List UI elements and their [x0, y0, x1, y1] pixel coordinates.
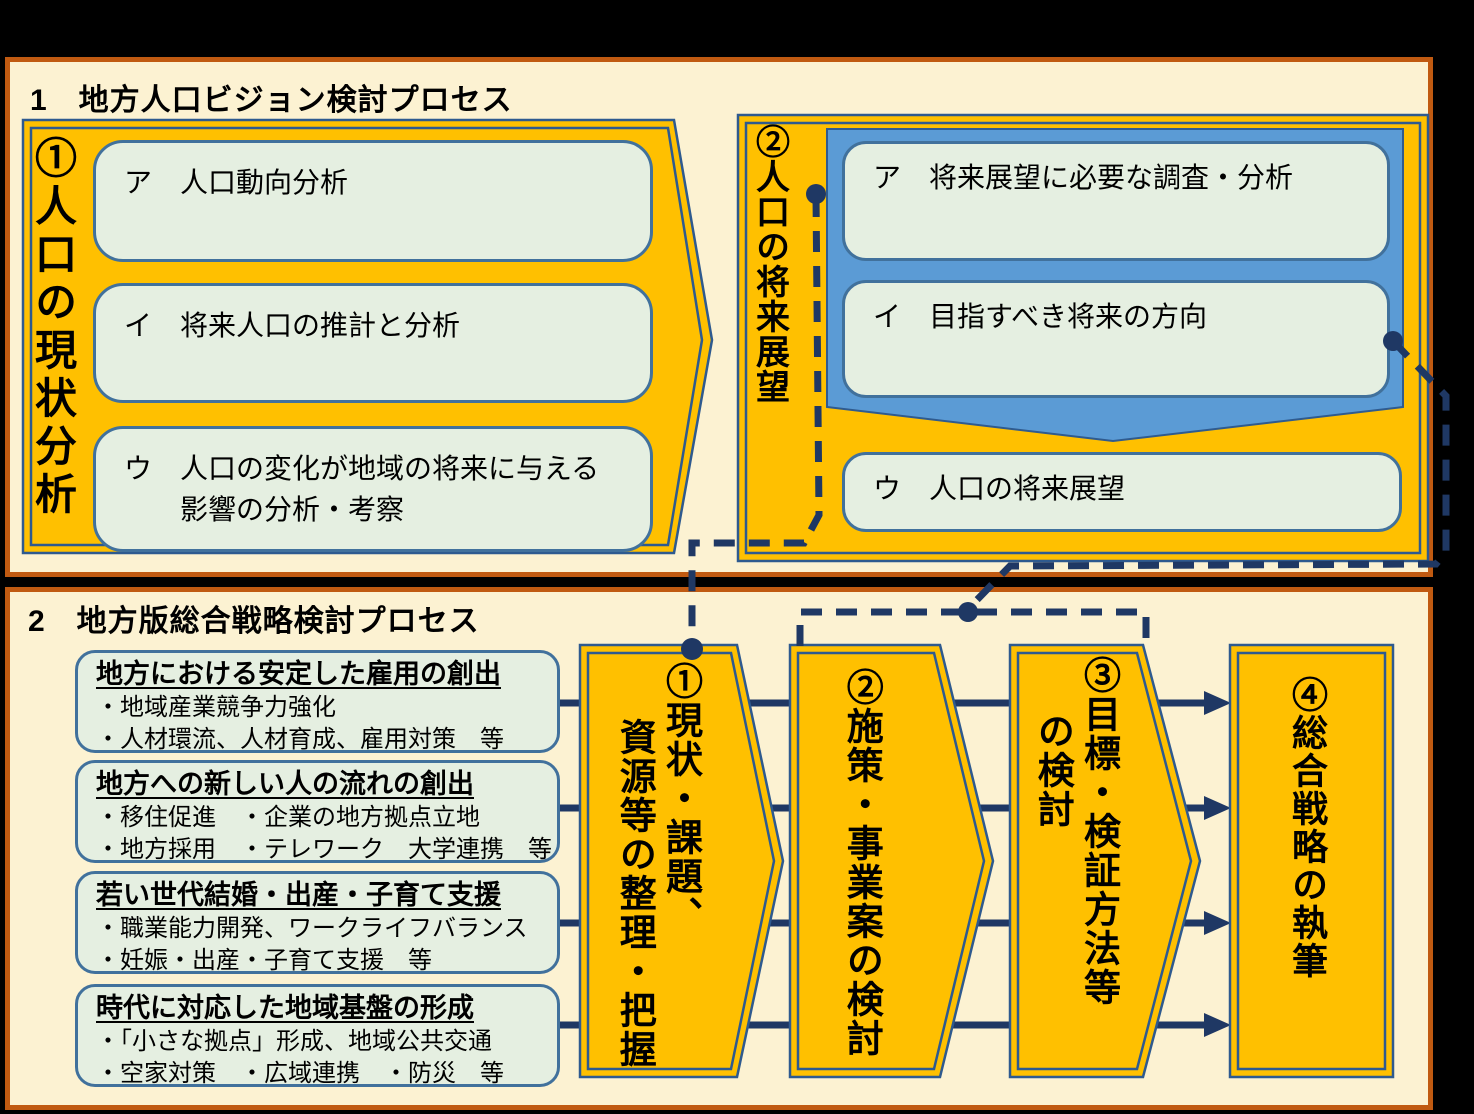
item-survey-analysis-for-outlook: ア 将来展望に必要な調査・分析	[842, 141, 1390, 261]
item-desired-future-direction: イ 目指すべき将来の方向	[842, 280, 1390, 398]
category-regional-infrastructure: 時代に対応した地域基盤の形成 ・「小さな拠点」形成、地域公共交通 ・空家対策 ・…	[75, 984, 560, 1087]
item-population-future-outlook: ウ 人口の将来展望	[842, 452, 1402, 532]
category-young-generation-support: 若い世代結婚・出産・子育て支援 ・職業能力開発、ワークライフバランス ・妊娠・出…	[75, 871, 560, 974]
label-step4-write-strategy: ④総合戦略の執筆	[1287, 676, 1328, 980]
item-population-change-impact: ウ 人口の変化が地域の将来に与える 影響の分析・考察	[93, 426, 653, 552]
label-population-future-outlook: ②人口の将来展望	[750, 124, 789, 404]
section2-title: 2 地方版総合戦略検討プロセス	[28, 605, 480, 638]
item-population-trend-analysis: ア 人口動向分析	[93, 140, 653, 262]
label-population-current-analysis: ①人口の現状分析	[29, 136, 77, 520]
label-step3-goals-verification: ③目標・検証方法等 の検討	[1032, 656, 1120, 1007]
category-stable-employment: 地方における安定した雇用の創出 ・地域産業競争力強化 ・人材環流、人材育成、雇用…	[75, 650, 560, 753]
item-future-population-estimate: イ 将来人口の推計と分析	[93, 283, 653, 403]
label-step2-policy-projects: ②施策・事業案の検討	[841, 668, 883, 1058]
label-step1-status-resources: ①現状・課題、 資源等の整理・把握	[614, 662, 702, 1069]
section1-title: 1 地方人口ビジョン検討プロセス	[30, 84, 513, 117]
category-new-people-flow: 地方への新しい人の流れの創出 ・移住促進 ・企業の地方拠点立地 ・地方採用 ・テ…	[75, 760, 560, 863]
